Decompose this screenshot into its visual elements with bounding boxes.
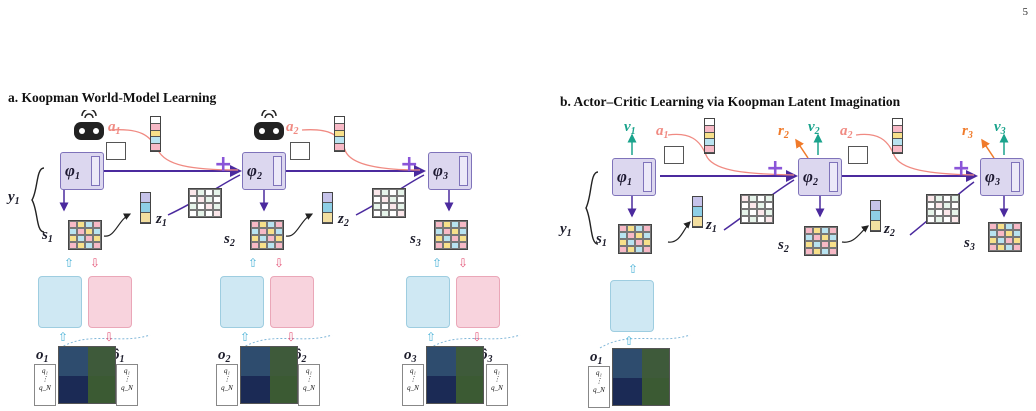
value-label: v3 xyxy=(994,119,1006,137)
koopman-encoder-phi: φ3 xyxy=(980,158,1024,196)
encoder-network-icon xyxy=(220,276,264,328)
state-grid xyxy=(804,226,838,256)
observation-label: o2 xyxy=(218,347,231,365)
value-label: v2 xyxy=(808,119,820,137)
grid-matrix-icon xyxy=(290,142,310,160)
down-arrow-icon: ⇩ xyxy=(90,256,101,270)
down-arrow-icon: ⇩ xyxy=(472,330,483,344)
controller-icon xyxy=(72,108,106,147)
value-label: v1 xyxy=(624,119,636,137)
encoder-network-icon xyxy=(38,276,82,328)
latent-label: z2 xyxy=(884,221,895,239)
action-label: a1 xyxy=(656,123,669,141)
decoder-network-icon xyxy=(88,276,132,328)
state-label: s3 xyxy=(410,231,421,249)
observation-image xyxy=(240,346,298,404)
up-arrow-icon: ⇧ xyxy=(628,262,639,276)
proprio-vector: q₁⋮q_N xyxy=(486,364,508,406)
grid-matrix-icon xyxy=(926,194,960,224)
grid-matrix-icon xyxy=(106,142,126,160)
decoder-network-icon xyxy=(270,276,314,328)
state-label: s1 xyxy=(42,227,53,245)
down-arrow-icon: ⇩ xyxy=(104,330,115,344)
plus-icon: + xyxy=(400,152,419,177)
up-arrow-icon: ⇧ xyxy=(64,256,75,270)
page-number: 5 xyxy=(1022,6,1029,18)
action-label: a1 xyxy=(108,119,121,137)
proprio-vector: q₁⋮q_N xyxy=(588,366,610,408)
latent-label: z2 xyxy=(338,211,349,229)
observation-label: o1 xyxy=(590,349,603,367)
panel-b-title: b. Actor–Critic Learning via Koopman Lat… xyxy=(560,94,901,109)
up-arrow-icon: ⇧ xyxy=(426,330,437,344)
state-grid xyxy=(988,222,1022,252)
state-grid xyxy=(250,220,284,250)
state-label: s3 xyxy=(964,235,975,253)
up-arrow-icon: ⇧ xyxy=(240,330,251,344)
state-label: s1 xyxy=(596,231,607,249)
observation-image xyxy=(58,346,116,404)
down-arrow-icon: ⇩ xyxy=(274,256,285,270)
plus-icon: + xyxy=(952,156,971,181)
up-arrow-icon: ⇧ xyxy=(624,334,635,348)
action-vector-icon xyxy=(150,116,161,152)
state-label: s2 xyxy=(224,231,235,249)
koopman-encoder-phi: φ1 xyxy=(60,152,104,190)
proprio-vector: q₁⋮q_N xyxy=(34,364,56,406)
latent-vector-icon xyxy=(322,192,333,224)
action-label: a2 xyxy=(286,119,299,137)
proprio-vector: q₁⋮q_N xyxy=(402,364,424,406)
state-grid xyxy=(68,220,102,250)
panel-a-y-label: y1 xyxy=(8,189,20,207)
plus-icon: + xyxy=(766,156,785,181)
proprio-vector: q₁⋮q_N xyxy=(298,364,320,406)
down-arrow-icon: ⇩ xyxy=(286,330,297,344)
grid-matrix-icon xyxy=(372,188,406,218)
grid-matrix-icon xyxy=(188,188,222,218)
grid-matrix-icon xyxy=(664,146,684,164)
koopman-encoder-phi: φ1 xyxy=(612,158,656,196)
latent-vector-icon xyxy=(870,200,881,232)
observation-image xyxy=(612,348,670,406)
latent-label: z1 xyxy=(706,217,717,235)
state-grid xyxy=(434,220,468,250)
reward-label: r2 xyxy=(778,123,789,141)
controller-icon xyxy=(252,108,286,147)
grid-matrix-icon xyxy=(740,194,774,224)
latent-label: z1 xyxy=(156,211,167,229)
observation-label: o1 xyxy=(36,347,49,365)
action-vector-icon xyxy=(892,118,903,154)
up-arrow-icon: ⇧ xyxy=(58,330,69,344)
latent-vector-icon xyxy=(140,192,151,224)
panel-b-y-label: y1 xyxy=(560,221,572,239)
plus-icon: + xyxy=(214,152,233,177)
encoder-network-icon xyxy=(406,276,450,328)
action-vector-icon xyxy=(704,118,715,154)
grid-matrix-icon xyxy=(848,146,868,164)
proprio-vector: q₁⋮q_N xyxy=(116,364,138,406)
latent-vector-icon xyxy=(692,196,703,228)
up-arrow-icon: ⇧ xyxy=(432,256,443,270)
koopman-encoder-phi: φ3 xyxy=(428,152,472,190)
observation-image xyxy=(426,346,484,404)
state-label: s2 xyxy=(778,237,789,255)
action-vector-icon xyxy=(334,116,345,152)
reward-label: r3 xyxy=(962,123,973,141)
koopman-encoder-phi: φ2 xyxy=(242,152,286,190)
observation-label: o3 xyxy=(404,347,417,365)
up-arrow-icon: ⇧ xyxy=(248,256,259,270)
action-label: a2 xyxy=(840,123,853,141)
down-arrow-icon: ⇩ xyxy=(458,256,469,270)
encoder-network-icon xyxy=(610,280,654,332)
proprio-vector: q₁⋮q_N xyxy=(216,364,238,406)
koopman-encoder-phi: φ2 xyxy=(798,158,842,196)
state-grid xyxy=(618,224,652,254)
panel-a-title: a. Koopman World-Model Learning xyxy=(8,90,217,105)
decoder-network-icon xyxy=(456,276,500,328)
